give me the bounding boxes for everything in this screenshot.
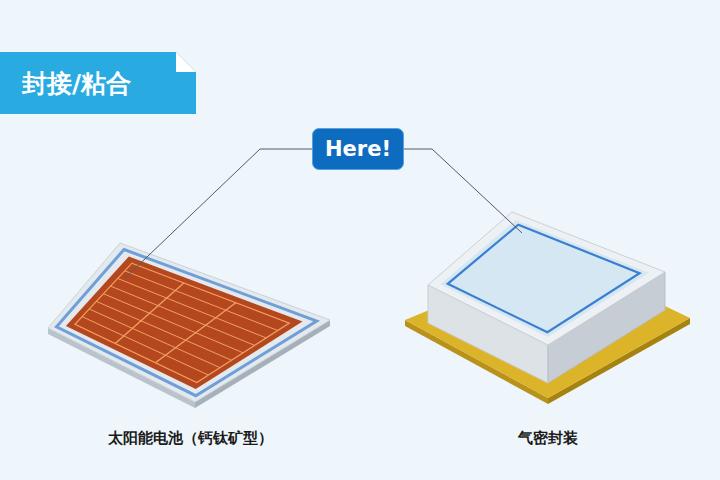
leader-line — [125, 149, 312, 278]
part-label: 太阳能电池（钙钛矿型） — [108, 429, 273, 448]
banner-fold — [176, 52, 196, 72]
solar-cell — [48, 243, 330, 408]
part-label: 气密封装 — [518, 429, 578, 448]
title-banner — [0, 52, 196, 114]
hermetic-package — [405, 212, 690, 404]
callout-box: Here! — [312, 128, 404, 170]
callout-text: Here! — [325, 137, 391, 161]
title: 封接/粘合 — [22, 67, 131, 100]
leader-line — [404, 149, 522, 233]
